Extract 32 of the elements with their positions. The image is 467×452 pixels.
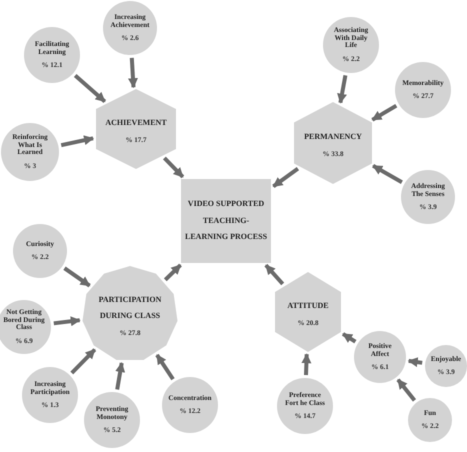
factor-circle [401,170,455,224]
factor-circle [103,1,157,55]
arrow [337,75,348,104]
arrow [128,58,138,88]
arrow [371,104,398,122]
arrow [342,332,356,344]
arrow [70,348,96,374]
node-label: VIDEO SUPPORTED TEACHING-LEARNING PROCESS [185,198,267,244]
factor-circle [408,398,452,442]
factor-circle [0,300,51,354]
node-label: PARTICIPATION DURING CLASS [98,294,162,322]
arrow [115,362,126,390]
arrow [54,316,81,326]
arrow [74,74,106,103]
factor-circle [13,224,67,278]
arrow [164,264,182,282]
arrow [372,164,403,184]
process-box [181,179,271,263]
arrow [162,156,184,178]
arrow [408,357,422,368]
node-label: ATTITUDE [287,300,329,312]
arrow [396,378,416,402]
arrow [264,264,284,286]
factor-circle [425,345,467,387]
arrow [155,354,175,380]
arrow [301,353,312,376]
arrow [272,166,300,188]
arrow [60,135,94,148]
arrow [63,266,91,288]
node-label: PERMANENCY [304,130,362,142]
factor-circle [354,331,406,383]
node-label: ACHIEVEMENT [105,116,167,128]
